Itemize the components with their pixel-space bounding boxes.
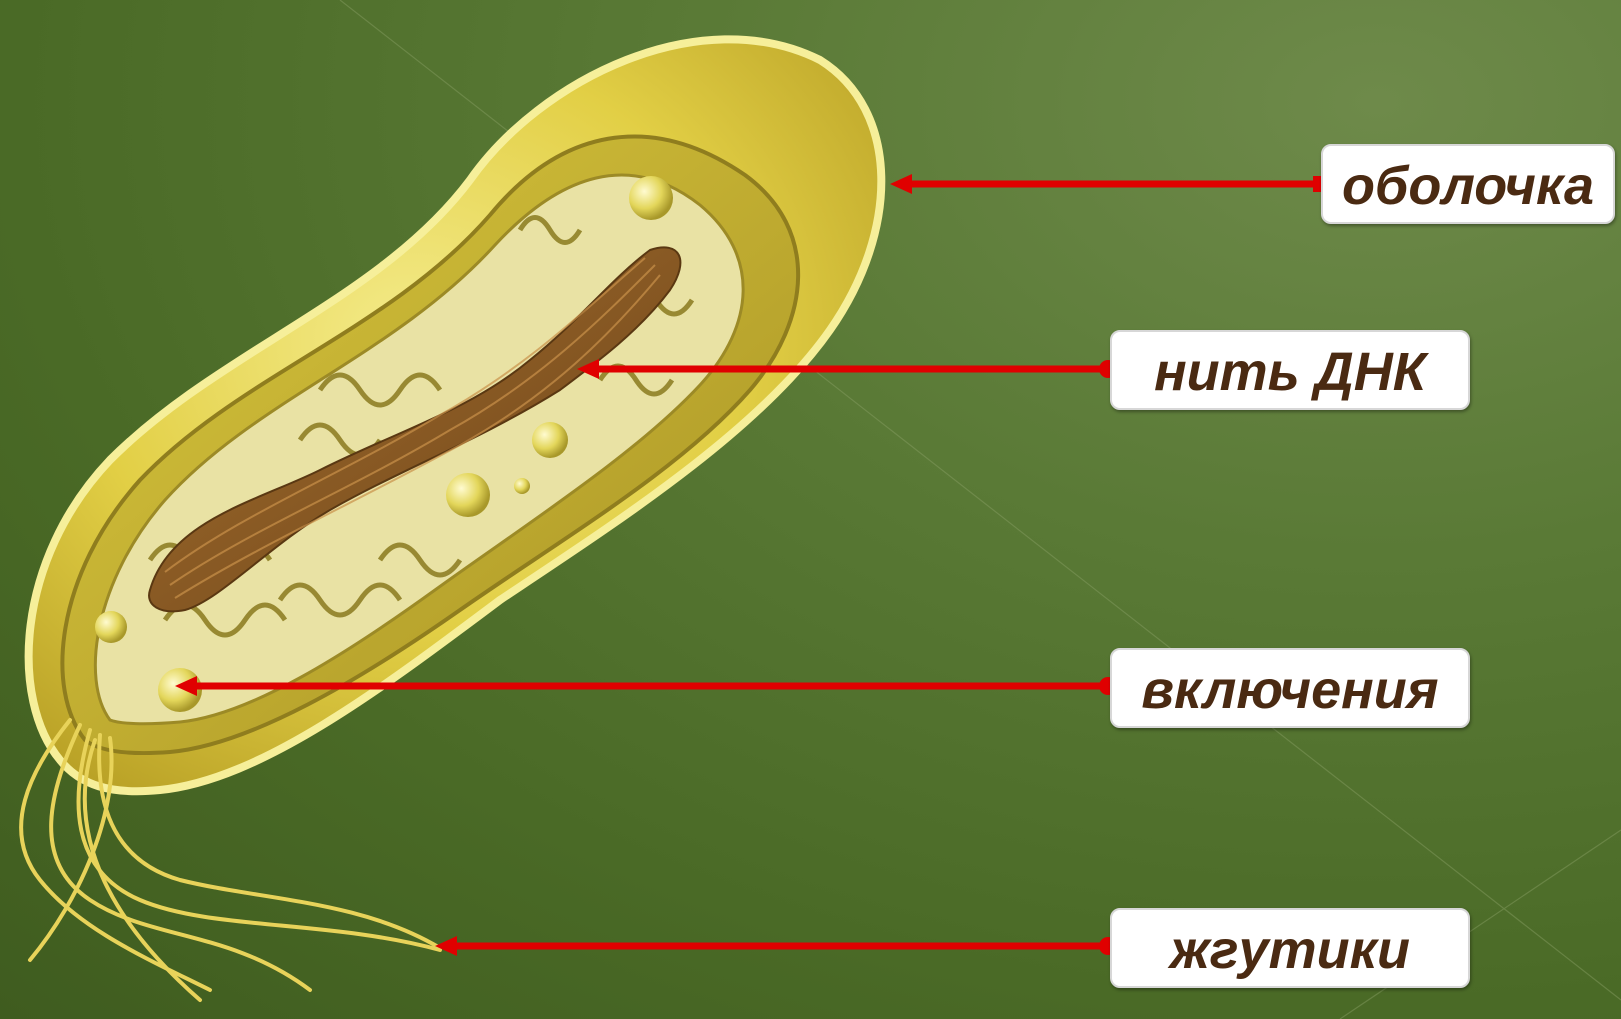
- label-flagella: жгутики: [1110, 908, 1470, 988]
- bacterium-cell: [21, 39, 881, 1000]
- arrow-membrane: [890, 174, 1329, 194]
- label-dna-strand: нить ДНК: [1110, 330, 1470, 410]
- label-dna-text: нить ДНК: [1154, 342, 1426, 402]
- label-flagella-text: жгутики: [1170, 920, 1410, 980]
- label-inclusions-text: включения: [1141, 660, 1438, 720]
- label-inclusions: включения: [1110, 648, 1470, 728]
- arrow-flagella: [435, 936, 1117, 956]
- label-membrane-text: оболочка: [1342, 156, 1594, 216]
- label-membrane: оболочка: [1321, 144, 1615, 224]
